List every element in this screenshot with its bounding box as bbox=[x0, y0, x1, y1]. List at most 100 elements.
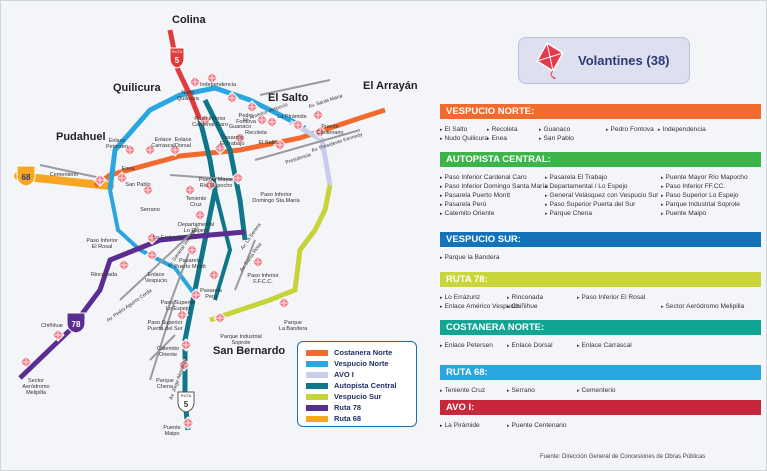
section-item: Departamental / Lo Espejo bbox=[545, 183, 628, 190]
city-san-bernardo: San Bernardo bbox=[213, 345, 286, 357]
city-pudahuel: Pudahuel bbox=[56, 131, 106, 143]
section-body: El Salto Recoleta Guanaco Pedro Fontova Inde… bbox=[440, 119, 761, 155]
section-0: VESPUCIO NORTE: El Salto Recoleta Guanaco Pe… bbox=[440, 104, 761, 155]
station-label-la-piramide: La Pirámide bbox=[277, 114, 307, 120]
section-item: Recoleta bbox=[487, 126, 518, 133]
section-item: Chiñihue bbox=[507, 303, 538, 310]
legend-swatch bbox=[306, 383, 328, 389]
station-label-serrano: Serrano bbox=[140, 207, 160, 213]
section-item: Guanaco bbox=[539, 126, 571, 133]
legend-swatch bbox=[306, 350, 328, 356]
section-item: San Pablo bbox=[539, 135, 574, 142]
kite-marker bbox=[265, 115, 279, 129]
legend-label: Vespucio Sur bbox=[334, 392, 382, 401]
section-2: VESPUCIO SUR:Parque la Bandera bbox=[440, 232, 761, 269]
kite-marker bbox=[313, 125, 327, 139]
legend-label: Costanera Norte bbox=[334, 348, 393, 357]
kite-marker bbox=[311, 108, 325, 122]
section-item: Paso Inferior FF.CC. bbox=[661, 183, 726, 190]
road-label-pac: Av. Pedro Aguirre Cerda bbox=[106, 288, 154, 324]
section-item: Pedro Fontova bbox=[606, 126, 654, 133]
station-label-parque-la-bandera: Parque La Bandera bbox=[278, 320, 308, 332]
kite-marker bbox=[203, 178, 217, 192]
legend-label: Vespucio Norte bbox=[334, 359, 389, 368]
station-label-catemito-oriente: Catemito Oriente bbox=[156, 346, 180, 358]
section-item: Pasarela El Trabajo bbox=[545, 174, 608, 181]
svg-text:RUTA: RUTA bbox=[172, 49, 183, 54]
section-item: El Salto bbox=[440, 126, 468, 133]
station-label-parque-chena: Parque Chena bbox=[156, 378, 174, 390]
station-label-enlace-carrascal: Enlace Carrascal bbox=[151, 137, 175, 149]
station-label-pasarela-puerto-montt: Pasarela Puerto Montt bbox=[174, 258, 206, 270]
section-body: Enlace Petersen Enlace Dorsal Enlace Carra… bbox=[440, 335, 761, 363]
section-item: Enlace Dorsal bbox=[507, 342, 553, 349]
section-item: Catemito Oriente bbox=[440, 210, 495, 217]
station-label-enlace-dorsal: Enlace Dorsal bbox=[174, 137, 192, 149]
station-label-parque-industrial-sopole: Parque Industrial Soprole bbox=[220, 334, 262, 346]
section-body: Paso Inferior Cardenal Caro Pasarela El T… bbox=[440, 167, 761, 238]
section-header: AVO I: bbox=[440, 400, 761, 415]
kite-marker bbox=[207, 268, 221, 282]
section-item: Paso Inferior Cardenal Caro bbox=[440, 174, 527, 181]
section-item: Independencia bbox=[658, 126, 706, 133]
kite-marker bbox=[141, 183, 155, 197]
route-ruta-5-north bbox=[167, 29, 203, 121]
svg-text:5: 5 bbox=[175, 56, 180, 65]
kite-marker bbox=[225, 91, 239, 105]
kite-marker bbox=[273, 138, 287, 152]
section-item: Puente Maipo bbox=[661, 210, 707, 217]
route-vespucio-norte bbox=[107, 85, 307, 191]
station-label-nudo-quilicura: Nudo Quilicura bbox=[177, 90, 199, 102]
kite-marker bbox=[189, 288, 203, 302]
station-label-paso-inferior-cardenal-caro: Paso Inferior Cardenal Caro bbox=[192, 116, 228, 128]
station-label-pasarela-el-trabajo: Pasarela El Trabajo bbox=[219, 135, 245, 147]
section-item: Nudo Quilicura bbox=[440, 135, 489, 142]
station-label-paso-inferior-domingo-sta-maria: Paso Inferior Domingo Sta.María bbox=[252, 192, 300, 204]
kite-marker bbox=[123, 143, 137, 157]
kite-marker bbox=[188, 75, 202, 89]
kite-marker bbox=[255, 113, 269, 127]
volantines-badge bbox=[518, 37, 690, 84]
kite-marker bbox=[291, 118, 305, 132]
station-label-cementerio: Cementerio bbox=[49, 172, 79, 178]
station-label-enlace-petersen: Enlace Petersen bbox=[105, 138, 129, 150]
legend-swatch bbox=[306, 405, 328, 411]
section-item: Rinconada bbox=[507, 294, 544, 301]
section-item: Paso Inferior El Rosal bbox=[577, 294, 646, 301]
svg-text:68: 68 bbox=[22, 173, 31, 182]
section-item: Parque la Bandera bbox=[440, 254, 500, 261]
legend-swatch bbox=[306, 372, 328, 378]
station-label-pasarela-peru: Pasarela Perú bbox=[200, 288, 222, 300]
section-item: Parque Chena bbox=[545, 210, 593, 217]
kite-marker bbox=[183, 183, 197, 197]
kite-marker bbox=[145, 231, 159, 245]
kite-marker bbox=[251, 255, 265, 269]
kite-icon bbox=[535, 41, 565, 79]
city-el-arrayan: El Arrayán bbox=[363, 80, 418, 92]
section-item: Enlace Petersen bbox=[440, 342, 493, 349]
section-header: VESPUCIO NORTE: bbox=[440, 104, 761, 119]
kite-marker bbox=[213, 141, 227, 155]
legend-label: AVO I bbox=[334, 370, 354, 379]
station-label-san-pablo: San Pablo bbox=[125, 182, 151, 188]
kite-marker bbox=[51, 328, 65, 342]
kite-marker bbox=[145, 248, 159, 262]
kite-marker bbox=[277, 296, 291, 310]
section-1: AUTOPISTA CENTRAL:Paso Inferior Cardenal… bbox=[440, 152, 761, 238]
city-quilicura: Quilicura bbox=[113, 82, 161, 94]
kite-marker bbox=[193, 208, 207, 222]
station-label-puente-mayor-rio-mapocho: Puente Mayor Río Mapocho bbox=[198, 177, 234, 189]
highway-map: RUTA 5 68 78 RUTA 5 Av. Américo Vespucio… bbox=[14, 29, 386, 431]
section-item: Enlace Carrascal bbox=[577, 342, 632, 349]
legend-label: Ruta 68 bbox=[334, 414, 362, 423]
kite-marker bbox=[143, 143, 157, 157]
section-item: Teniente Cruz bbox=[440, 387, 486, 394]
section-header: RUTA 68: bbox=[440, 365, 761, 380]
kite-markers bbox=[19, 71, 327, 430]
section-body: Parque la Bandera bbox=[440, 247, 761, 269]
kite-marker bbox=[115, 171, 129, 185]
shield-ruta-68: 68 bbox=[16, 165, 36, 187]
section-item: Pasarela Perú bbox=[440, 201, 487, 208]
